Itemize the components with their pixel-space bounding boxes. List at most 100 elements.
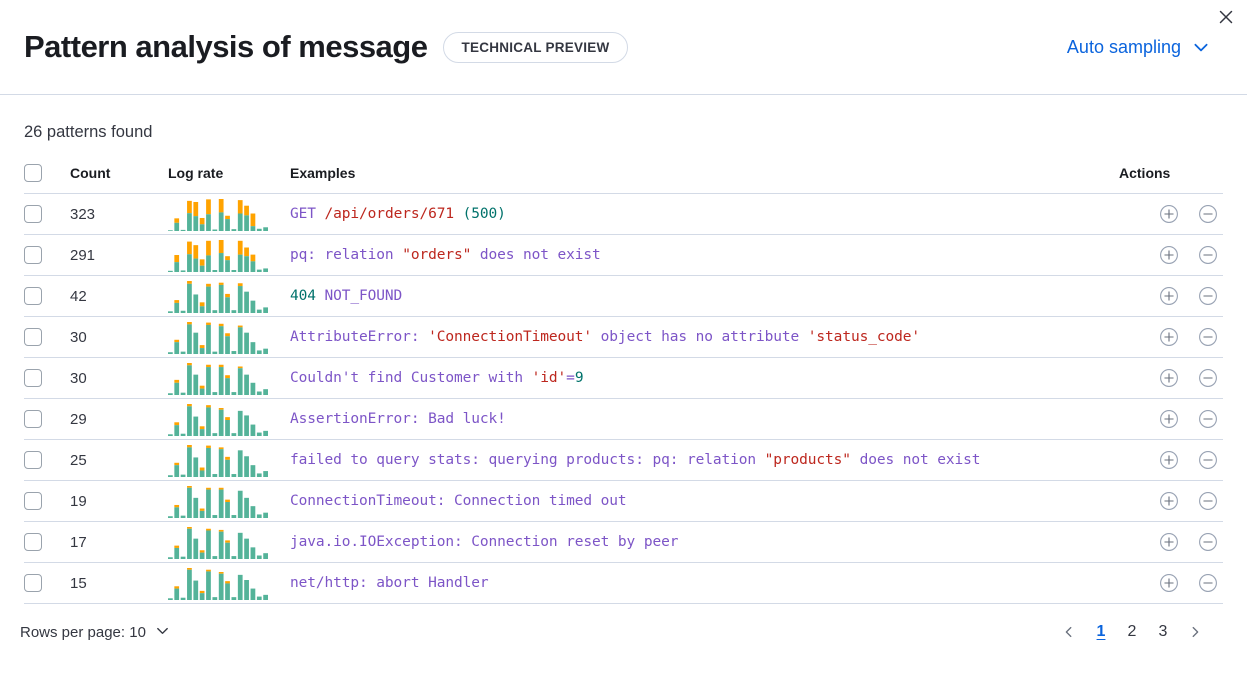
circle-plus-icon[interactable] <box>1154 404 1184 434</box>
row-actions <box>1119 399 1223 440</box>
row-checkbox[interactable] <box>24 410 42 428</box>
row-checkbox[interactable] <box>24 328 42 346</box>
circle-minus-icon[interactable] <box>1193 281 1223 311</box>
close-icon[interactable] <box>1211 2 1241 32</box>
message-token-plain: GET <box>290 206 325 222</box>
row-select-cell <box>24 522 70 563</box>
circle-plus-icon[interactable] <box>1154 486 1184 516</box>
table-row: 291 pq: relation "orders" does not exist <box>24 235 1223 276</box>
row-log-rate-sparkline <box>168 563 290 604</box>
auto-sampling-label: Auto sampling <box>1066 36 1181 57</box>
row-actions <box>1119 235 1223 276</box>
circle-minus-icon[interactable] <box>1193 568 1223 598</box>
row-checkbox[interactable] <box>24 246 42 264</box>
circle-plus-icon[interactable] <box>1154 240 1184 270</box>
row-select-cell <box>24 317 70 358</box>
row-example-message: GET /api/orders/671 (500) <box>290 194 1119 235</box>
message-token-plain: NOT_FOUND <box>315 288 403 304</box>
circle-plus-icon[interactable] <box>1154 568 1184 598</box>
select-all-header <box>24 164 70 194</box>
row-log-rate-sparkline <box>168 194 290 235</box>
row-log-rate-sparkline <box>168 440 290 481</box>
row-checkbox[interactable] <box>24 451 42 469</box>
message-token-plain: does not exist <box>471 247 601 263</box>
row-example-message: pq: relation "orders" does not exist <box>290 235 1119 276</box>
pagination-page-2[interactable]: 2 <box>1127 623 1137 640</box>
row-checkbox[interactable] <box>24 492 42 510</box>
row-select-cell <box>24 440 70 481</box>
auto-sampling-selector[interactable]: Auto sampling <box>1067 37 1223 58</box>
message-token-plain <box>454 206 463 222</box>
row-checkbox[interactable] <box>24 287 42 305</box>
circle-minus-icon[interactable] <box>1193 322 1223 352</box>
column-header-actions: Actions <box>1119 165 1171 181</box>
technical-preview-badge: TECHNICAL PREVIEW <box>443 31 628 63</box>
row-actions <box>1119 358 1223 399</box>
row-log-rate-sparkline <box>168 276 290 317</box>
circle-plus-icon[interactable] <box>1154 445 1184 475</box>
row-actions <box>1119 276 1223 317</box>
row-example-message: ConnectionTimeout: Connection timed out <box>290 481 1119 522</box>
message-token-str: "orders" <box>402 247 472 263</box>
row-checkbox[interactable] <box>24 369 42 387</box>
message-token-plain: AssertionError: Bad luck! <box>290 411 506 427</box>
message-token-plain: object has no attribute <box>592 329 808 345</box>
row-count: 15 <box>70 574 87 592</box>
table-row: 25 failed to query stats: querying produc… <box>24 440 1223 481</box>
message-token-plain: ConnectionTimeout: Connection timed out <box>290 493 627 509</box>
message-token-plain: does not exist <box>850 452 981 468</box>
row-checkbox[interactable] <box>24 574 42 592</box>
row-example-message: java.io.IOException: Connection reset by… <box>290 522 1119 563</box>
row-select-cell <box>24 399 70 440</box>
circle-minus-icon[interactable] <box>1193 363 1223 393</box>
circle-minus-icon[interactable] <box>1193 527 1223 557</box>
row-count: 291 <box>70 246 96 264</box>
circle-minus-icon[interactable] <box>1193 404 1223 434</box>
row-count: 29 <box>70 410 87 428</box>
circle-minus-icon[interactable] <box>1193 445 1223 475</box>
row-checkbox[interactable] <box>24 533 42 551</box>
row-log-rate-sparkline <box>168 481 290 522</box>
row-count: 30 <box>70 328 87 346</box>
select-all-checkbox[interactable] <box>24 164 42 182</box>
row-log-rate-sparkline <box>168 358 290 399</box>
row-select-cell <box>24 235 70 276</box>
page-title: Pattern analysis of message <box>24 28 428 64</box>
column-header-log-rate: Log rate <box>168 165 224 181</box>
message-token-num: (500) <box>462 206 506 222</box>
message-token-str: 'status_code' <box>807 329 920 345</box>
panel-header: Pattern analysis of message TECHNICAL PR… <box>0 0 1247 95</box>
row-count: 25 <box>70 451 87 469</box>
circle-minus-icon[interactable] <box>1193 199 1223 229</box>
circle-plus-icon[interactable] <box>1154 322 1184 352</box>
row-example-message: AssertionError: Bad luck! <box>290 399 1119 440</box>
circle-plus-icon[interactable] <box>1154 281 1184 311</box>
rows-per-page-selector[interactable]: Rows per page: 10 <box>12 619 178 646</box>
chevron-left-icon[interactable] <box>1055 618 1083 646</box>
pagination-page-3[interactable]: 3 <box>1158 623 1168 640</box>
row-select-cell <box>24 276 70 317</box>
row-count: 30 <box>70 369 87 387</box>
message-token-str: 'ConnectionTimeout' <box>428 329 593 345</box>
message-token-str: 'id' <box>531 370 567 386</box>
patterns-found-count: 26 patterns found <box>24 123 153 141</box>
row-example-message: failed to query stats: querying products… <box>290 440 1119 481</box>
row-log-rate-sparkline <box>168 522 290 563</box>
row-count: 19 <box>70 492 87 510</box>
row-checkbox[interactable] <box>24 205 42 223</box>
chevron-right-icon[interactable] <box>1181 618 1209 646</box>
table-row: 29 AssertionError: Bad luck! <box>24 399 1223 440</box>
circle-plus-icon[interactable] <box>1154 199 1184 229</box>
pagination-page-1[interactable]: 1 <box>1096 623 1106 640</box>
circle-plus-icon[interactable] <box>1154 527 1184 557</box>
row-example-message: net/http: abort Handler <box>290 563 1119 604</box>
chevron-down-icon <box>1192 38 1210 56</box>
row-actions <box>1119 440 1223 481</box>
column-header-count: Count <box>70 165 111 181</box>
circle-minus-icon[interactable] <box>1193 486 1223 516</box>
circle-minus-icon[interactable] <box>1193 240 1223 270</box>
circle-plus-icon[interactable] <box>1154 363 1184 393</box>
